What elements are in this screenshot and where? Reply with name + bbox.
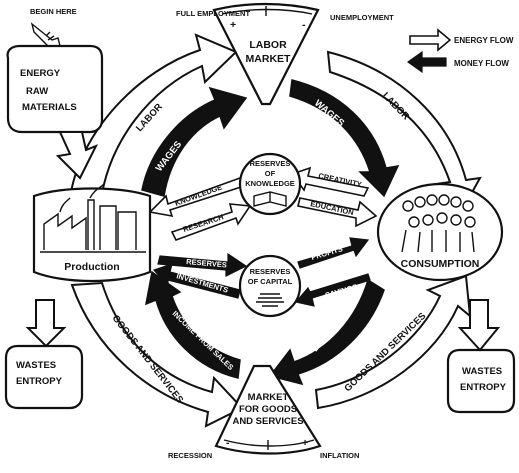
inputs-line-2: RAW bbox=[26, 86, 48, 97]
education-arrow bbox=[297, 197, 378, 228]
wastes-right-box: WASTES ENTROPY bbox=[446, 299, 516, 414]
consumption-label: CONSUMPTION bbox=[401, 258, 480, 270]
labor-market: LABOR MARKET + - bbox=[212, 2, 320, 106]
book-icon bbox=[253, 191, 287, 207]
income-arrow bbox=[145, 270, 241, 379]
wastes-right-line-2: ENTROPY bbox=[460, 382, 507, 393]
begin-here-label: BEGIN HERE bbox=[30, 7, 77, 16]
inputs-box: ENERGY RAW MATERIALS bbox=[6, 44, 104, 180]
legend-money-label: MONEY FLOW bbox=[454, 59, 509, 68]
production-node: Production bbox=[32, 183, 152, 283]
legend-energy-arrow bbox=[409, 28, 452, 52]
wastes-left-line-2: ENTROPY bbox=[16, 376, 63, 387]
crowd-icon bbox=[401, 194, 476, 253]
capital-title-2: OF CAPITAL bbox=[248, 277, 293, 286]
wages-arrow-right bbox=[289, 79, 400, 198]
labor-market-title-1: LABOR bbox=[249, 39, 287, 51]
knowledge-title-2: OF bbox=[265, 169, 276, 178]
knowledge-reserves: RESERVES OF KNOWLEDGE bbox=[238, 152, 302, 216]
inflation-label: INFLATION bbox=[320, 451, 359, 460]
capital-title-1: RESERVES bbox=[250, 267, 291, 276]
full-employment-label: FULL EMPLOYMENT bbox=[176, 9, 250, 18]
goods-arrow-left bbox=[70, 281, 244, 428]
goods-market-gauge bbox=[214, 364, 322, 455]
goods-market-title-2: FOR GOODS bbox=[239, 404, 297, 415]
education-flow-label: EDUCATION bbox=[310, 199, 355, 217]
legend-money-arrow bbox=[406, 50, 447, 74]
wages-arrow-left bbox=[141, 86, 248, 197]
labor-minus: - bbox=[302, 19, 306, 31]
knowledge-arrow bbox=[148, 177, 246, 218]
wastes-left-box: WASTES ENTROPY bbox=[4, 299, 84, 410]
factory-icon bbox=[43, 199, 137, 250]
legend: ENERGY FLOW MONEY FLOW bbox=[406, 28, 514, 74]
investments-arrow bbox=[152, 263, 241, 299]
recession-label: RECESSION bbox=[168, 451, 212, 460]
unemployment-label: UNEMPLOYMENT bbox=[330, 13, 394, 22]
wastes-left-line-1: WASTES bbox=[16, 360, 56, 371]
inputs-line-1: ENERGY bbox=[20, 68, 61, 79]
labor-plus: + bbox=[230, 19, 236, 31]
knowledge-title-3: KNOWLEDGE bbox=[245, 179, 295, 188]
knowledge-title-1: RESERVES bbox=[250, 159, 291, 168]
legend-energy-label: ENERGY FLOW bbox=[454, 36, 514, 45]
goods-market-title-3: AND SERVICES bbox=[232, 416, 303, 427]
labor-market-title-2: MARKET bbox=[246, 53, 291, 65]
production-label: Production bbox=[64, 261, 119, 273]
inputs-line-3: MATERIALS bbox=[22, 102, 77, 113]
wastes-right-line-1: WASTES bbox=[462, 366, 502, 377]
capital-reserves: RESERVES OF CAPITAL bbox=[238, 254, 302, 318]
consumption-node: CONSUMPTION bbox=[376, 182, 504, 282]
goods-market-title-1: MARKET bbox=[248, 392, 289, 403]
goods-minus: - bbox=[226, 437, 230, 449]
coins-icon bbox=[256, 293, 284, 307]
research-arrow bbox=[170, 203, 252, 241]
savings-arrow bbox=[294, 273, 371, 307]
labor-market-gauge bbox=[212, 2, 320, 106]
profits-arrow bbox=[297, 237, 370, 269]
goods-plus: + bbox=[302, 437, 308, 449]
reserves-flow-label: RESERVES bbox=[186, 257, 227, 270]
goods-market: MARKET FOR GOODS AND SERVICES - + bbox=[214, 364, 322, 455]
